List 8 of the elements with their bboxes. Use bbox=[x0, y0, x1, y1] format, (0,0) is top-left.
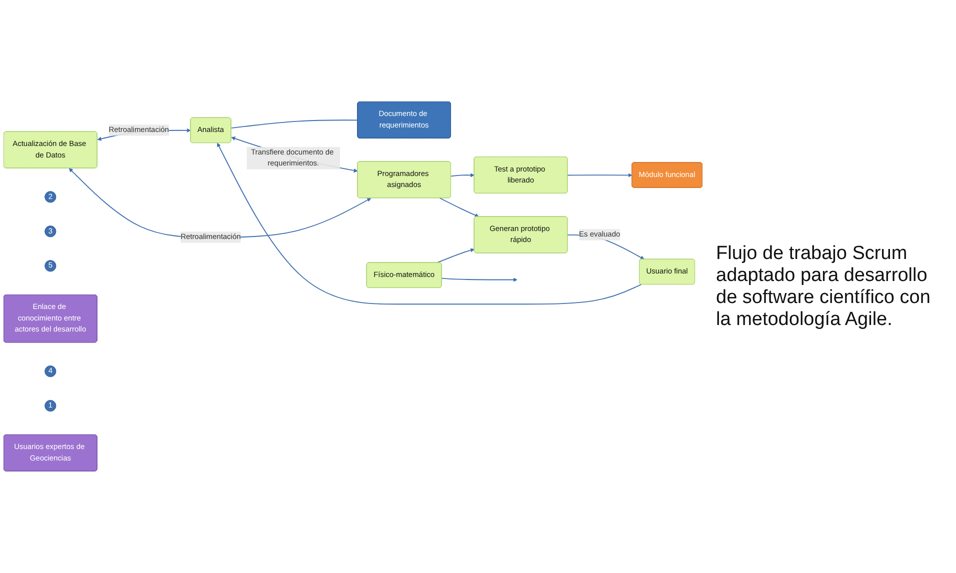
arrow bbox=[567, 173, 632, 178]
arrow bbox=[436, 248, 474, 264]
connector bbox=[230, 120, 358, 129]
caption: Flujo de trabajo Scrum adaptado para desarrollo de software científico con la metodología Agile. bbox=[715, 242, 932, 332]
arrow bbox=[439, 198, 480, 218]
arrow bbox=[217, 142, 642, 305]
arrow bbox=[441, 278, 518, 282]
arrow bbox=[450, 173, 474, 178]
